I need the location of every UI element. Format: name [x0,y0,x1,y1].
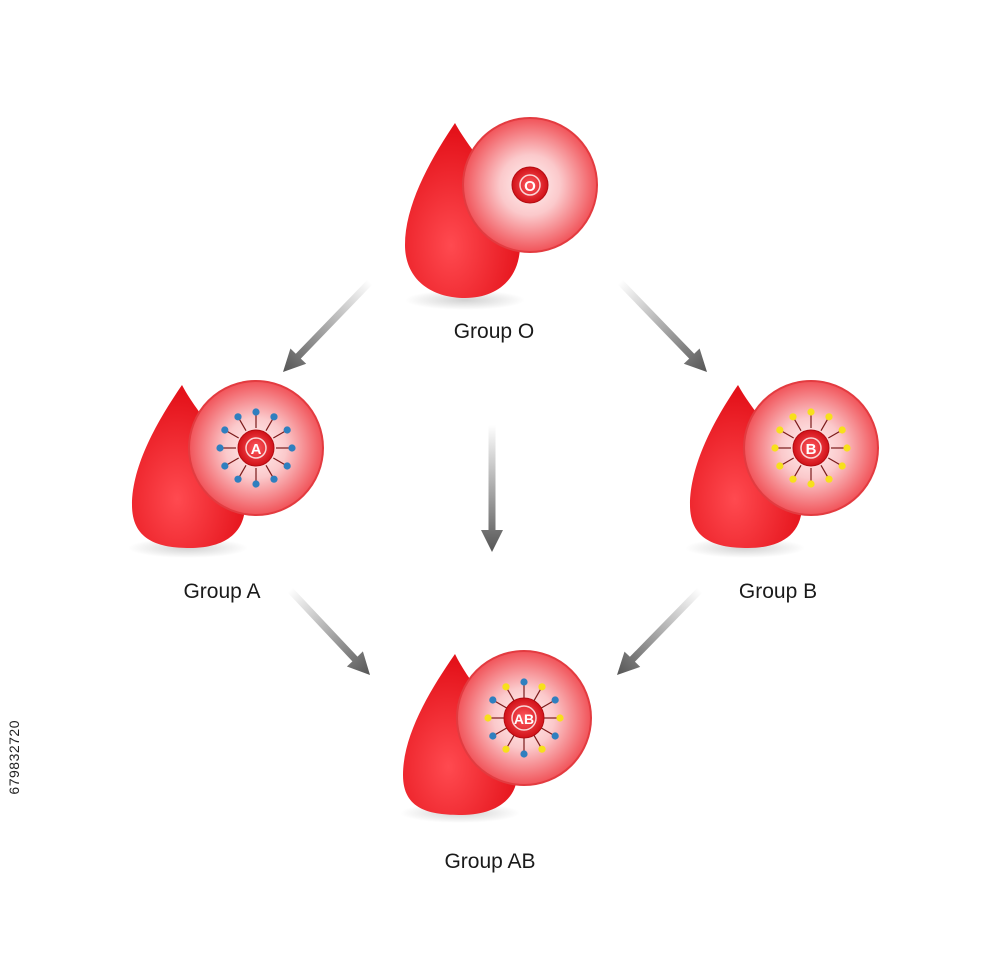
antigen-blue-icon [270,413,278,421]
group-a-cell: A Group A [128,380,324,603]
antigen-blue-icon [283,426,291,434]
arrow-o-to-a-icon [283,279,373,372]
cell-core [792,429,830,467]
arrow-b-to-ab-icon [617,587,703,675]
group-ab-label: Group AB [444,850,535,873]
blood-drop-icon [405,123,520,298]
core-letter: B [806,441,817,458]
antigen-blue-icon [234,413,242,421]
group-b-cell: B Group B [685,380,879,603]
antigen-blue-icon [520,750,528,758]
antigen-blue-icon [288,444,296,452]
antigen-blue-icon [520,678,528,686]
antigen-yellow-icon [538,745,546,753]
antigen-yellow-icon [556,714,564,722]
antigen-yellow-icon [807,480,815,488]
antigen-blue-icon [221,462,229,470]
antigen-blue-icon [234,475,242,483]
antigen-blue-icon [551,732,559,740]
antigen-yellow-icon [538,683,546,691]
antigen-yellow-icon [484,714,492,722]
antigen-blue-icon [216,444,224,452]
antigen-blue-icon [252,408,260,416]
antigen-blue-icon [283,462,291,470]
antigen-yellow-icon [502,745,510,753]
antigen-yellow-icon [776,462,784,470]
antigen-yellow-icon [825,413,833,421]
antigen-yellow-icon [789,475,797,483]
group-o-label: Group O [454,320,535,343]
core-letter: A [251,441,262,458]
antigen-blue-icon [252,480,260,488]
antigen-yellow-icon [771,444,779,452]
group-o-cell: O Group O [405,117,598,343]
group-b-label: Group B [739,580,817,603]
antigen-yellow-icon [838,426,846,434]
antigen-yellow-icon [843,444,851,452]
antigen-blue-icon [551,696,559,704]
antigen-blue-icon [489,732,497,740]
blood-drop-icon [132,385,245,548]
antigen-yellow-icon [825,475,833,483]
antigen-yellow-icon [502,683,510,691]
arrows-layer [283,279,707,675]
antigen-blue-icon [221,426,229,434]
group-ab-cell: AB Group AB [400,650,592,873]
antigen-yellow-icon [807,408,815,416]
arrow-o-to-ab-icon [481,425,503,552]
cell-core [237,429,275,467]
antigen-yellow-icon [789,413,797,421]
arrow-a-to-ab-icon [287,587,370,675]
cell-core [503,697,545,739]
cell-core [511,166,549,204]
antigen-yellow-icon [838,462,846,470]
group-a-label: Group A [183,580,260,603]
arrow-o-to-b-icon [617,279,707,372]
antigen-blue-icon [489,696,497,704]
stock-id-watermark: 679832720 [6,720,22,795]
core-letter: AB [514,711,534,727]
antigen-blue-icon [270,475,278,483]
antigen-yellow-icon [776,426,784,434]
core-letter: O [524,178,536,195]
